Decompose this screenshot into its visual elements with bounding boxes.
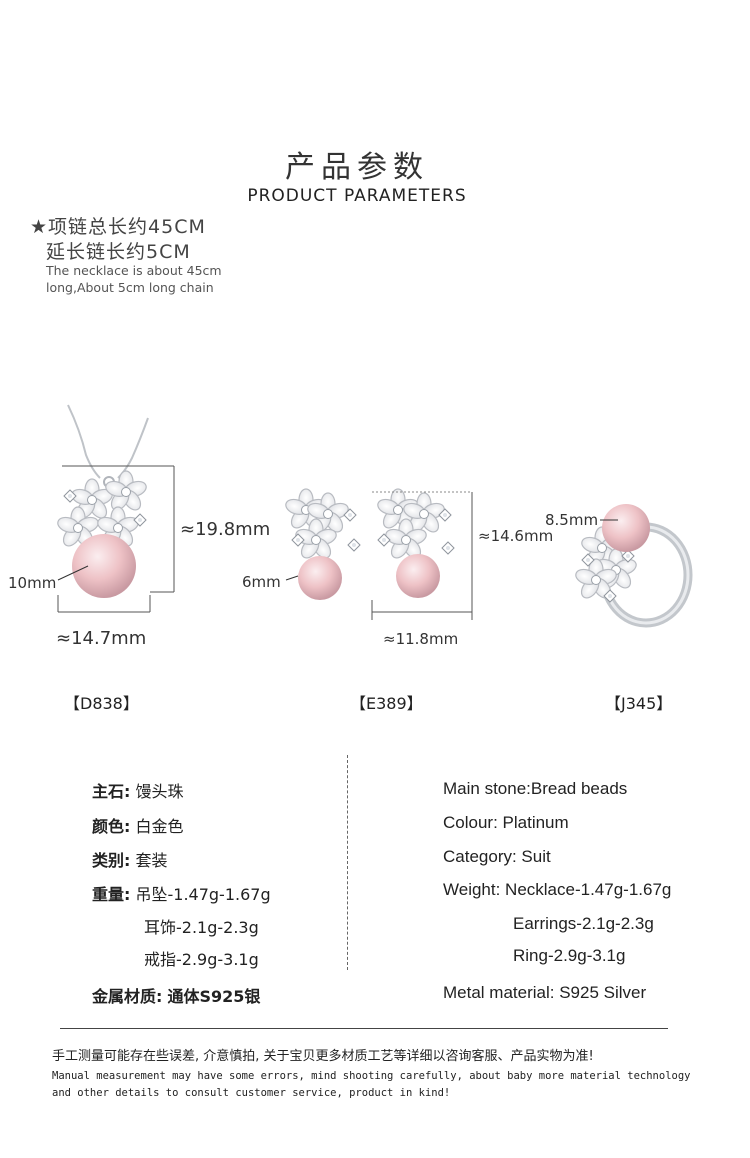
spec-weight-earrings-en: Earrings-2.1g-2.3g [513,914,654,933]
spec-weight-en: Weight: Necklace-1.47g-1.67g [443,880,672,899]
pendant-pearl-size-label: 10mm [8,574,57,592]
spec-weight-earrings-cn: 耳饰-2.1g-2.3g [144,918,259,937]
spec-divider [347,755,348,970]
earrings-height-label: ≈14.6mm [478,527,554,545]
pendant-height-label: ≈19.8mm [180,519,271,540]
spec-weight-cn: 重量: 吊坠-1.47g-1.67g [92,885,271,904]
spec-category-en: Category: Suit [443,847,551,866]
earrings-illustration [283,488,473,620]
product-code-earrings: 【E389】 [350,694,423,713]
disclaimer-cn: 手工测量可能存在些误差, 介意慎拍, 关于宝贝更多材质工艺等详细以咨询客服、产品… [52,1049,594,1064]
spec-category-cn: 类别: 套装 [92,851,168,870]
earrings-width-label: ≈11.8mm [383,630,459,648]
disclaimer-en-line2: and other details to consult customer se… [52,1087,451,1099]
product-illustrations [55,404,693,628]
spec-main-stone-en: Main stone:Bread beads [443,779,628,798]
footer-divider [60,1028,668,1029]
product-code-ring: 【J345】 [605,694,673,713]
ring-illustration [573,504,693,628]
page-title-en: PRODUCT PARAMETERS [247,186,467,206]
spec-main-stone-cn: 主石: 馒头珠 [92,782,184,801]
disclaimer-en-line1: Manual measurement may have some errors,… [52,1070,691,1082]
spec-color-cn: 颜色: 白金色 [92,817,184,836]
spec-weight-ring-en: Ring-2.9g-3.1g [513,946,626,965]
spec-metal-en: Metal material: S925 Silver [443,983,647,1002]
product-code-pendant: 【D838】 [64,694,139,713]
spec-weight-ring-cn: 戒指-2.9g-3.1g [144,950,259,969]
pendant-width-label: ≈14.7mm [56,628,147,649]
spec-metal-cn: 金属材质: 通体S925银 [92,987,261,1006]
necklace-length-note-cn: ★项链总长约45CM [30,216,206,238]
ring-pearl-size-label: 8.5mm [545,511,599,529]
earrings-pearl-size-label: 6mm [242,573,281,591]
pendant-illustration [55,404,175,613]
extension-chain-note-cn: 延长链长约5CM [46,241,191,263]
spec-colour-en: Colour: Platinum [443,813,569,832]
extension-chain-note-en: long,About 5cm long chain [46,280,214,295]
necklace-length-note-en: The necklace is about 45cm [46,263,222,278]
page-title-cn: 产品参数 [285,150,429,185]
